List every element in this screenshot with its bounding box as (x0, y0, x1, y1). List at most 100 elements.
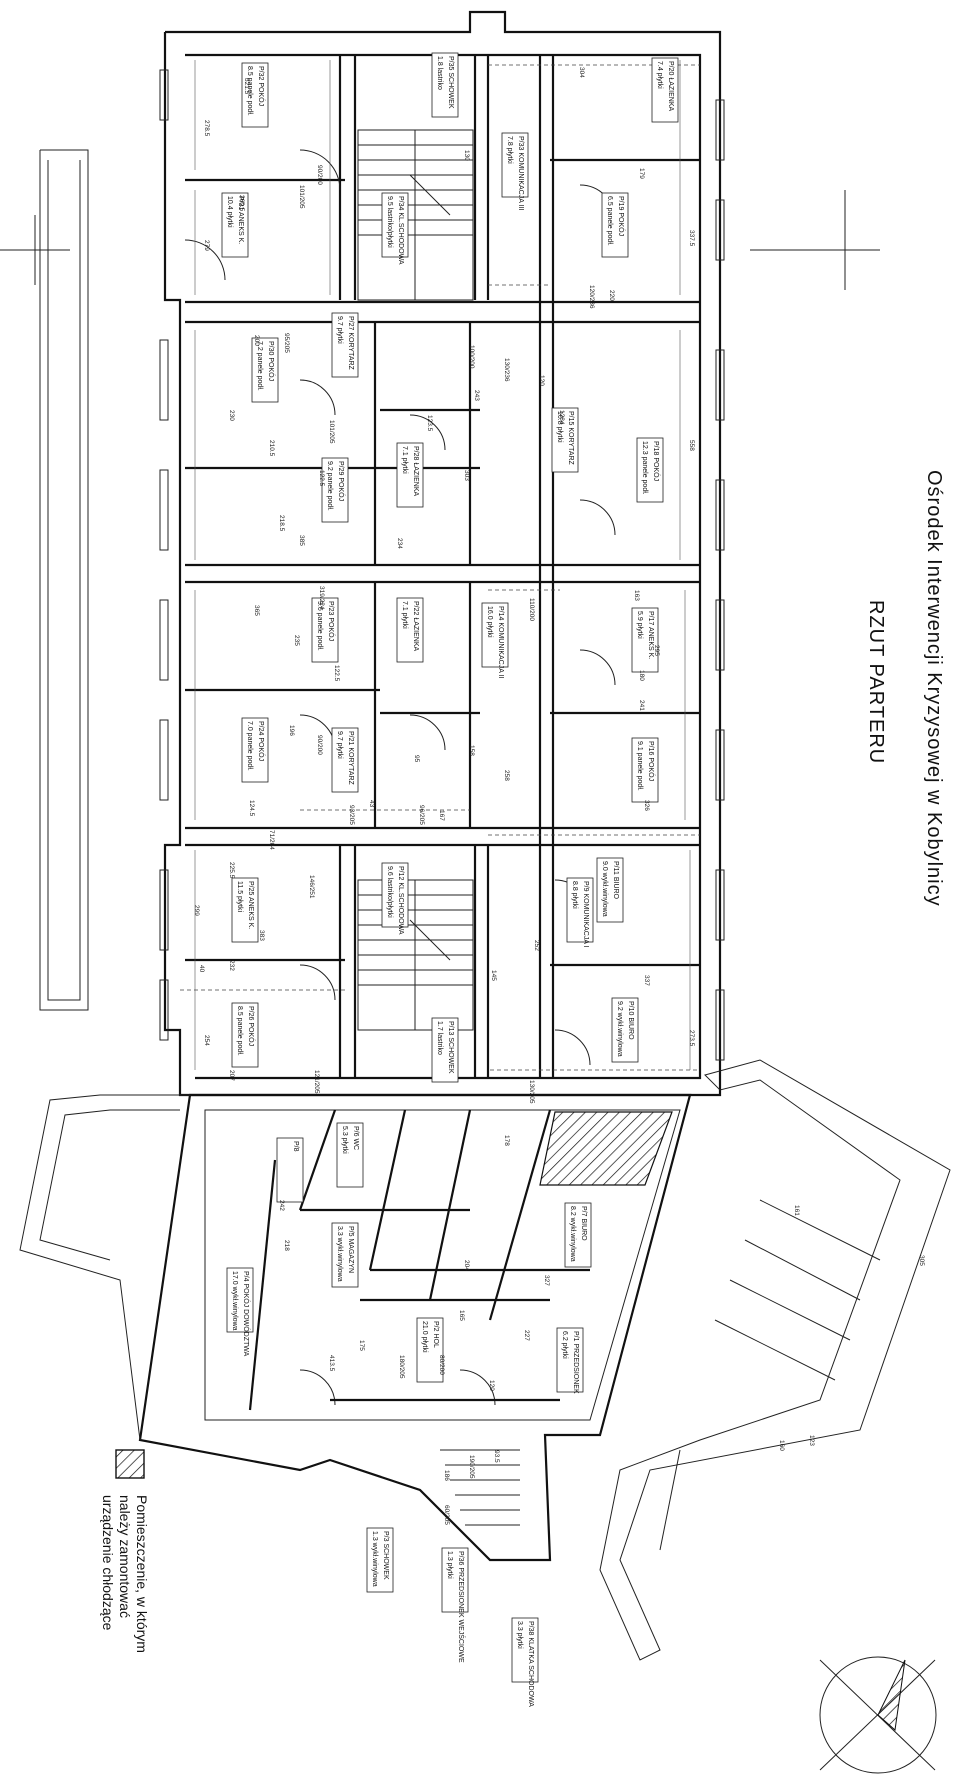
section-crosshairs (0, 190, 880, 290)
dimension-value: 385 (298, 535, 305, 546)
lower-wing-walls (138, 1093, 692, 1562)
room-area: 1.3 płytki (446, 1551, 453, 1579)
dimension-value: 558 (688, 440, 695, 451)
dimension-value: 179 (638, 168, 645, 179)
lower-stairs (357, 879, 474, 1031)
room-label: P/8 (276, 1137, 304, 1203)
room-area: 9.0 wykł.winylowa (601, 861, 608, 917)
room-name: P/13 SCHOWEK (447, 1021, 454, 1074)
room-name: P/12 KL.SCHODOWA (397, 866, 404, 935)
dimension-value: 252 (533, 940, 540, 951)
room-name: P/30 POKÓJ (267, 341, 276, 381)
room-name: P/10 BIURO (627, 1001, 634, 1040)
room-label-box (441, 1547, 469, 1613)
room-area: 8.5 panele podł. (246, 66, 253, 116)
room-label-box (366, 1527, 394, 1593)
room-area: 7.0 panele podł. (246, 721, 253, 771)
dimension-value: 90/200 (316, 165, 323, 185)
room-name: P/3 SCHOWEK (382, 1531, 389, 1580)
room-name: P/35 SCHOWEK (447, 56, 454, 109)
room-name: P/31 ANEKS K. (237, 196, 244, 244)
building-walls (163, 10, 722, 1097)
room-name: P/38 KLATKA SCHODOWA (527, 1621, 534, 1707)
dimension-value: 71/204 (268, 830, 275, 850)
dimension-lines (194, 60, 691, 1070)
room-label: P/13 SCHOWEK 1.7 lastriko (431, 1017, 459, 1083)
dimension-value: 90/200 (316, 735, 323, 755)
dimension-value: 232 (228, 960, 235, 971)
room-label-box (631, 737, 659, 803)
room-label-box (564, 1202, 592, 1268)
room-name: P/27 KORYTARZ (347, 316, 354, 371)
dimension-value: 230 (228, 410, 235, 421)
dimension-value: 303 (463, 470, 470, 481)
room-name: P/11 BIURO (612, 861, 619, 900)
dimension-value: 207 (228, 1070, 235, 1081)
terrace-outline (39, 149, 89, 1011)
room-area: 6.5 panele podł. (606, 196, 613, 246)
room-name: P/17 ANEKS K. (647, 611, 654, 659)
dimension-value: 260.5 (238, 195, 245, 212)
room-area: 9.7 płytki (336, 731, 343, 759)
room-name: P/18 POKÓJ (652, 441, 661, 481)
room-label-box (396, 597, 424, 663)
room-area: 8.2 wykł.winylowa (569, 1206, 576, 1262)
dimension-value: 319/224 (318, 586, 325, 610)
room-area: 7.8 płytki (506, 136, 513, 164)
dimension-value: 178 (503, 1135, 510, 1146)
room-area: 12.3 panele podł. (641, 441, 648, 495)
dimension-value: 204 (463, 1260, 470, 1271)
dimension-value: 93/205 (348, 805, 355, 825)
dimension-value: 180 (638, 670, 645, 681)
room-name: P/34 KL.SCHODOWA (397, 196, 404, 265)
room-area: 17.0 wykł.winylowa (231, 1271, 238, 1331)
room-area: 1.7 lastriko (436, 1021, 443, 1055)
dimension-value: 241 (638, 700, 645, 711)
room-label-box (226, 1267, 254, 1333)
room-area: 5.3 płytki (341, 1126, 348, 1154)
room-label-box (501, 132, 529, 198)
room-name: P/26 POKÓJ (247, 1006, 256, 1046)
room-area: 9.2 panele podł. (326, 461, 333, 511)
dimension-value: 218 (283, 1240, 290, 1251)
room-label-box (566, 877, 594, 943)
room-area: 8.8 płytki (571, 881, 578, 909)
room-name: P/5 MAGAZYN (347, 1226, 354, 1273)
dimension-value: 200 (253, 335, 260, 346)
left-wing-outline (19, 1094, 190, 1441)
room-label: P/9 KOMUNIKACJA I 8.8 płytki (566, 877, 594, 948)
room-label-box (396, 442, 424, 508)
dimension-value: 299 (193, 905, 200, 916)
room-name: P/36 PRZEDSIONEK WEJŚCIOWE (457, 1551, 466, 1663)
room-name: P/9 KOMUNIKACJA I (582, 881, 589, 948)
room-label-box (651, 57, 679, 123)
room-name: P/8 (292, 1141, 299, 1152)
dimension-value: 120/236 (588, 285, 595, 309)
room-name: P/19 POKÓJ (617, 196, 626, 236)
room-area: 7.4 płytki (656, 61, 663, 89)
dimension-value: 120 (488, 1380, 495, 1391)
room-name: P/21 KORYTARZ (347, 731, 354, 786)
drawing-subtitle: RZUT PARTERU (865, 600, 887, 764)
cooling-room-hatch (539, 1111, 673, 1186)
room-label-box (511, 1617, 539, 1683)
dimension-value: 96/205 (418, 805, 425, 825)
room-label-box (331, 312, 359, 378)
room-area: 3.3 płytki (516, 1621, 523, 1649)
room-label-box (231, 1002, 259, 1068)
room-area: 9.7 płytki (336, 316, 343, 344)
room-area: 11.5 płytki (236, 881, 243, 912)
dimension-value: 218.5 (278, 515, 285, 532)
